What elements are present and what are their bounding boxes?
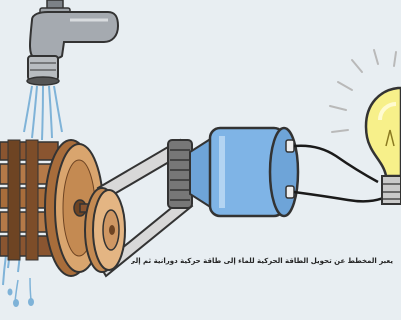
- generator: [190, 128, 298, 216]
- light-bulb-icon: [366, 88, 401, 204]
- tap-icon: [27, 0, 118, 85]
- pulley: [85, 188, 125, 272]
- diagram-caption: يعبر المخطط عن تحويل الطاقة الحركية للما…: [131, 257, 393, 265]
- generator-gear: [168, 140, 192, 208]
